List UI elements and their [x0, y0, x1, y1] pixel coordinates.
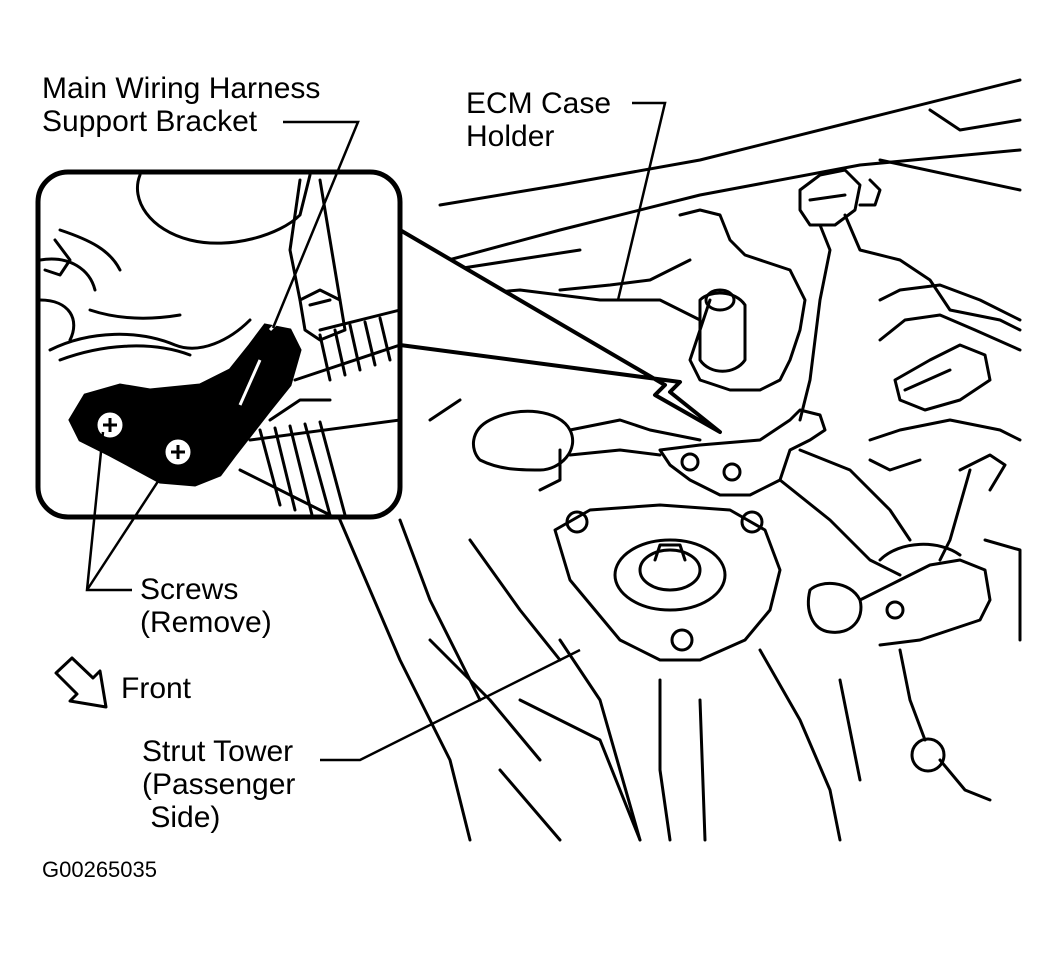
label-screws-line1: Screws — [140, 573, 238, 606]
label-ecm-line1: ECM Case — [466, 87, 611, 120]
screw-icon — [162, 436, 194, 468]
detail-inset — [35, 169, 403, 520]
front-arrow-icon — [54, 656, 108, 709]
callout-pointer-arrow — [398, 228, 722, 434]
connector-icon — [798, 168, 1022, 422]
label-harness-bracket-line1: Main Wiring Harness — [42, 72, 320, 105]
harness-support-bracket — [68, 323, 302, 487]
engine-bay-scene — [298, 78, 1022, 842]
label-front: Front — [121, 672, 192, 705]
label-strut-line1: Strut Tower — [142, 735, 293, 768]
label-strut-line2: (Passenger — [142, 768, 295, 801]
label-ecm-line2: Holder — [466, 120, 554, 153]
label-strut-line3: Side) — [142, 801, 220, 834]
label-harness-bracket-line2: Support Bracket — [42, 105, 258, 138]
figure-id: G00265035 — [42, 857, 157, 882]
screw-icon — [94, 409, 126, 441]
leader-lines — [85, 101, 667, 762]
label-screws-line2: (Remove) — [140, 606, 272, 639]
